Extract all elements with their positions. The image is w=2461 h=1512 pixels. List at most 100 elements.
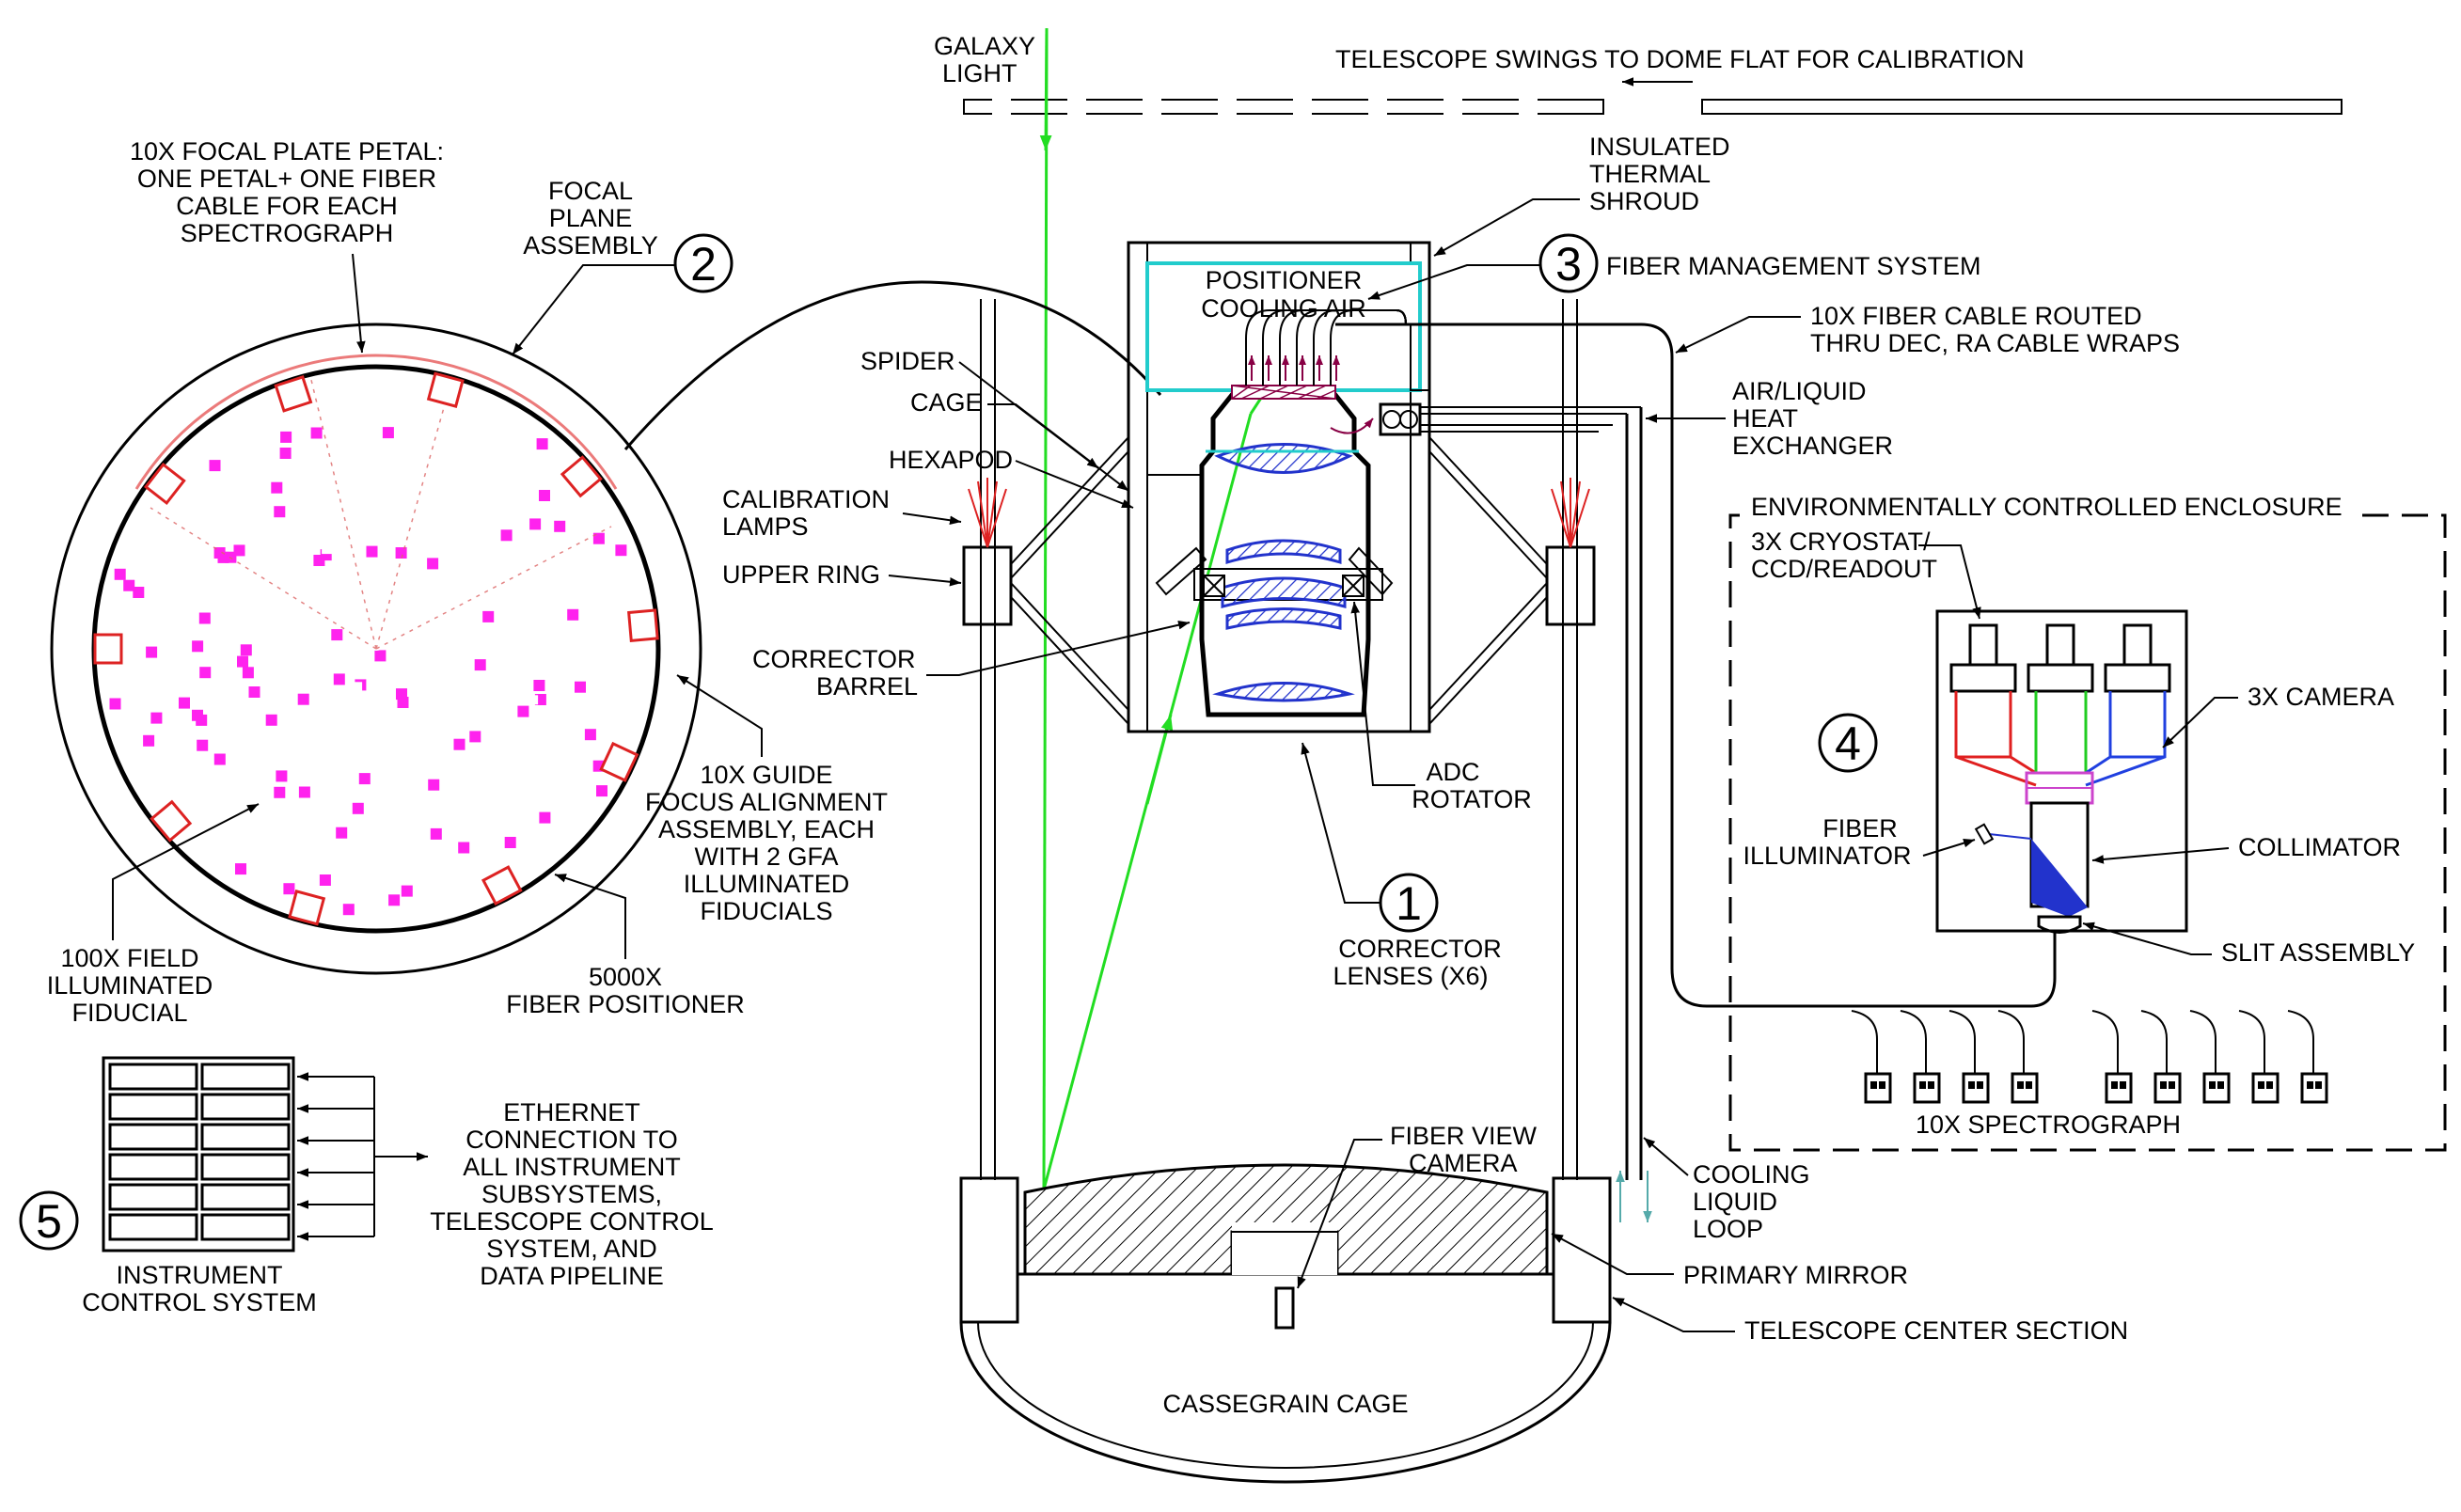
svg-text:COOLING: COOLING xyxy=(1693,1160,1810,1189)
plate-gap xyxy=(431,678,445,688)
ics-module xyxy=(108,1063,198,1091)
svg-text:SHROUD: SHROUD xyxy=(1589,187,1699,215)
plate-gap xyxy=(223,598,237,608)
svg-text:CAMERA: CAMERA xyxy=(1409,1149,1518,1177)
field-fiducial-marker xyxy=(469,731,481,743)
spectrograph-fiber-lead xyxy=(2287,1010,2314,1074)
svg-text:TELESCOPE CONTROL: TELESCOPE CONTROL xyxy=(430,1207,714,1236)
svg-text:ILLUMINATED: ILLUMINATED xyxy=(684,870,850,898)
field-fiducial-marker xyxy=(114,568,126,580)
spectrograph-port xyxy=(2120,1081,2126,1089)
cooling-liquid-leader xyxy=(1643,1137,1689,1176)
svg-text:FIDUCIAL: FIDUCIAL xyxy=(71,999,187,1027)
spectrograph-port xyxy=(2169,1081,2175,1089)
field-fiducial-marker xyxy=(150,712,163,724)
svg-text:ILLUMINATED: ILLUMINATED xyxy=(47,971,213,1000)
gfa-square xyxy=(426,371,465,408)
gfa-square xyxy=(150,799,193,843)
spectrograph-port xyxy=(1919,1081,1926,1089)
spectrograph-module xyxy=(2300,1072,2328,1104)
field-fiducial-marker xyxy=(366,545,378,558)
focal-plane-label: FOCAL PLANE ASSEMBLY xyxy=(523,177,658,260)
adc-rotator-leader xyxy=(1350,601,1415,786)
calibration-lamps-label: CALIBRATION LAMPS xyxy=(722,485,890,541)
svg-text:10X FOCAL PLATE PETAL:: 10X FOCAL PLATE PETAL: xyxy=(130,137,444,165)
fiber-view-camera-leader xyxy=(1297,1139,1382,1289)
collimator-leader xyxy=(2091,847,2230,864)
field-fiducial-marker xyxy=(298,786,310,798)
field-fiducial-marker xyxy=(395,547,407,559)
instrument-control-label: INSTRUMENT CONTROL SYSTEM xyxy=(82,1261,317,1316)
ics-module xyxy=(200,1063,291,1091)
spectrograph-module xyxy=(2202,1072,2231,1104)
spectrograph-port xyxy=(1870,1081,1877,1089)
cryostat-leader xyxy=(1918,544,1981,620)
plate-gap xyxy=(201,697,215,707)
spectrograph-port xyxy=(2209,1081,2216,1089)
svg-text:INSULATED: INSULATED xyxy=(1589,133,1730,161)
focal-plate-ribbon xyxy=(1231,385,1336,400)
fiber-view-camera-label: FIBER VIEW CAMERA xyxy=(1390,1122,1538,1177)
callout-3: 3 xyxy=(1538,233,1599,293)
calibration-lamps-leader xyxy=(902,512,962,526)
svg-text:ALL INSTRUMENT: ALL INSTRUMENT xyxy=(463,1153,681,1181)
svg-text:FIBER VIEW: FIBER VIEW xyxy=(1390,1122,1538,1150)
ics-module xyxy=(108,1183,198,1211)
corrector-barrel-leader xyxy=(926,620,1191,676)
field-fiducial-marker xyxy=(310,427,323,439)
cooling-liquid-label: COOLING LIQUID LOOP xyxy=(1693,1160,1810,1243)
spectrograph-fiber-lead xyxy=(2189,1010,2216,1074)
collimator-label: COLLIMATOR xyxy=(2238,833,2401,861)
field-fiducial-marker xyxy=(197,739,209,751)
field-fiducial-marker xyxy=(319,874,331,886)
field-fiducial-marker xyxy=(388,894,401,906)
svg-text:ADC: ADC xyxy=(1426,758,1479,786)
plate-gap xyxy=(425,543,439,554)
ics-module xyxy=(200,1093,291,1121)
field-fiducial-marker xyxy=(596,785,607,797)
plate-gap xyxy=(217,703,231,714)
svg-text:ASSEMBLY: ASSEMBLY xyxy=(523,231,658,260)
plate-gap xyxy=(293,668,308,678)
field-fiducial-leader xyxy=(112,803,260,940)
spectrograph-port xyxy=(1968,1081,1975,1089)
spectrograph-port xyxy=(1879,1081,1885,1089)
gfa-square xyxy=(627,608,659,642)
cryostat-label: 3X CRYOSTAT/ CCD/READOUT xyxy=(1751,528,1937,583)
gfa-square xyxy=(144,462,186,506)
callout-1: 1 xyxy=(1379,873,1439,933)
field-fiducial-marker xyxy=(274,786,286,798)
ics-module xyxy=(200,1123,291,1151)
svg-text:FIDUCIALS: FIDUCIALS xyxy=(700,897,832,925)
spectrograph-port xyxy=(2217,1081,2224,1089)
gfa-square xyxy=(481,865,523,906)
spectrograph-fiber-lead xyxy=(1851,1010,1878,1074)
fiber-loop xyxy=(1330,309,1407,386)
field-fiducial-marker xyxy=(146,646,158,658)
svg-text:DATA PIPELINE: DATA PIPELINE xyxy=(480,1262,664,1290)
cassegrain-label: CASSEGRAIN CAGE xyxy=(1162,1390,1408,1418)
spectrograph-label: 10X SPECTROGRAPH xyxy=(1916,1110,2181,1139)
svg-text:HEAT: HEAT xyxy=(1732,404,1798,433)
primary-mirror-section xyxy=(959,1163,1612,1484)
field-fiducial-marker xyxy=(427,558,439,570)
spectrograph-fiber-lead xyxy=(1900,1010,1927,1074)
field-fiducial-marker xyxy=(504,837,516,848)
svg-text:10X FIBER CABLE ROUTED: 10X FIBER CABLE ROUTED xyxy=(1810,302,2142,330)
gfa-square xyxy=(93,633,123,665)
field-fiducial-marker xyxy=(539,490,550,501)
svg-text:LIQUID: LIQUID xyxy=(1693,1188,1777,1216)
field-fiducial-marker xyxy=(474,659,486,671)
svg-text:ONE PETAL+ ONE FIBER: ONE PETAL+ ONE FIBER xyxy=(137,165,436,193)
field-fiducial-marker xyxy=(235,863,246,875)
cage-label: CAGE xyxy=(910,388,983,417)
svg-text:100X FIELD: 100X FIELD xyxy=(60,944,198,972)
upper-ring-leader xyxy=(888,575,962,587)
svg-text:INSTRUMENT: INSTRUMENT xyxy=(117,1261,283,1289)
field-fiducial-marker xyxy=(123,579,135,591)
spectrograph-port xyxy=(1977,1081,1983,1089)
plate-gap xyxy=(367,429,381,438)
spectrograph-module xyxy=(2011,1072,2039,1104)
spectrograph-port xyxy=(2266,1081,2273,1089)
